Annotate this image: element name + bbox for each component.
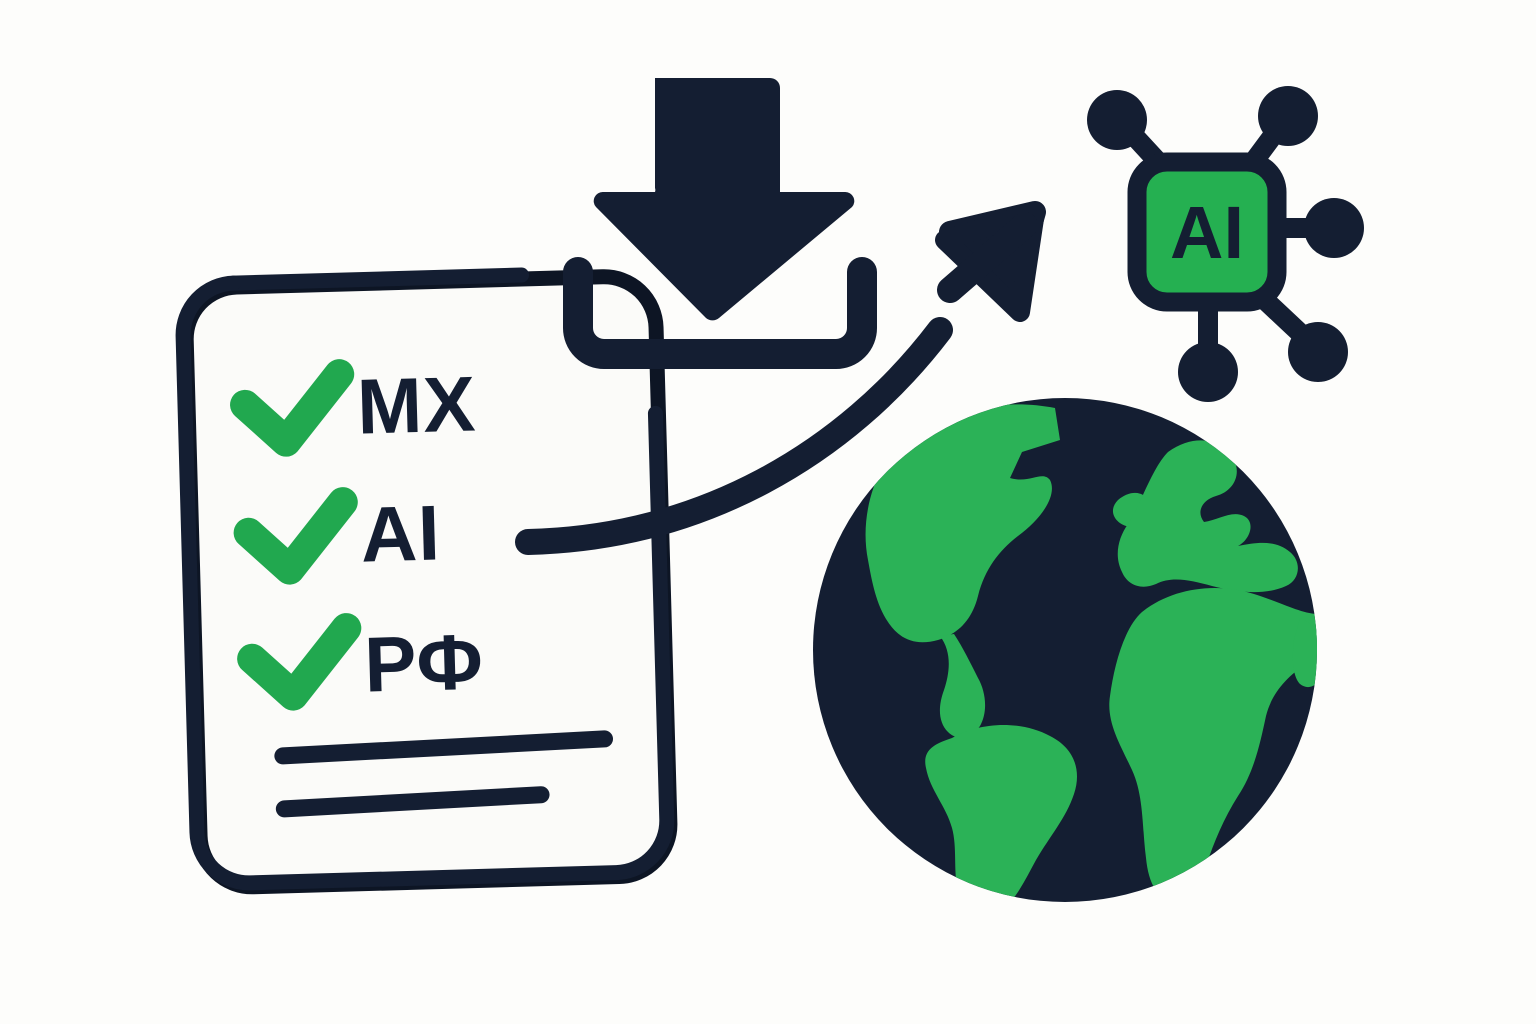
growth-arrow-icon — [515, 201, 1046, 555]
checklist-row-label: AI — [359, 488, 441, 578]
checklist-row[interactable]: MX — [230, 359, 477, 457]
download-arrow — [593, 78, 855, 321]
land-arabia — [1292, 618, 1317, 688]
chip-node-top-right — [1258, 86, 1318, 146]
document-text-line — [274, 730, 614, 765]
checklist-row-label: MX — [356, 359, 477, 450]
check-icon — [233, 487, 358, 585]
chip-node-right — [1304, 198, 1364, 258]
globe-icon[interactable] — [813, 398, 1333, 917]
land-north-america — [865, 404, 1060, 643]
checklist-row-label: РФ — [363, 617, 485, 708]
land-south-america — [925, 724, 1077, 902]
chip-label: AI — [1170, 191, 1244, 274]
document-edge-outline — [175, 275, 675, 891]
chip-node-bottom-right — [1288, 322, 1348, 382]
check-icon — [230, 359, 355, 457]
land-europe — [1117, 440, 1298, 593]
checklist-row[interactable]: AI — [233, 487, 442, 585]
download-tray — [563, 257, 877, 369]
globe-land-masses — [865, 404, 1317, 902]
land-central-america — [939, 634, 986, 738]
ai-chip-icon[interactable]: AI — [1087, 86, 1364, 402]
land-africa — [1109, 588, 1317, 901]
growth-arrow-shaft — [515, 317, 953, 555]
download-icon[interactable] — [563, 78, 877, 369]
document-edge-top — [226, 267, 530, 291]
chip-node-bottom — [1178, 342, 1238, 402]
document-text-line — [275, 786, 550, 818]
chip-body — [1127, 152, 1287, 312]
checklist-row[interactable]: РФ — [237, 613, 485, 711]
growth-arrow-tip-join — [937, 212, 1038, 303]
chip-node-top-left — [1087, 90, 1147, 150]
check-icon — [237, 613, 362, 711]
